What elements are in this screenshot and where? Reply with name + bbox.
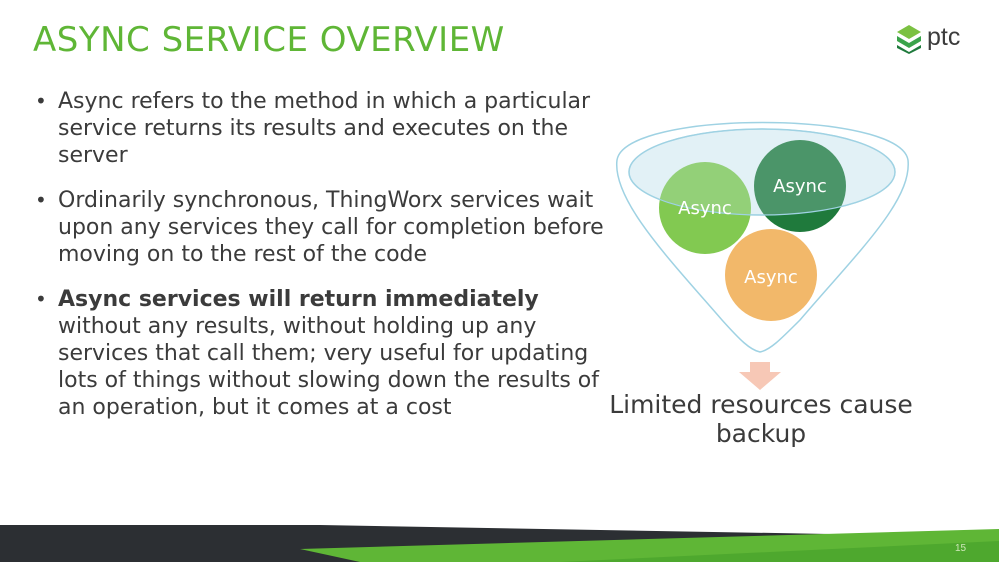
down-arrow-icon — [739, 362, 781, 390]
async-label-orange: Async — [744, 267, 798, 288]
bullet-item: Async refers to the method in which a pa… — [35, 88, 605, 169]
footer-band — [0, 525, 999, 562]
page-number: 15 — [955, 543, 967, 554]
funnel-diagram: Async Async Async — [616, 121, 909, 390]
bullet-bold-text: Async services will return immediately — [58, 287, 539, 312]
slide-title: ASYNC SERVICE OVERVIEW — [33, 20, 505, 60]
funnel-outline — [616, 121, 909, 353]
ptc-logo: ptc — [895, 23, 975, 56]
bullet-text: Ordinarily synchronous, ThingWorx servic… — [58, 188, 604, 267]
async-label-light-green: Async — [678, 198, 732, 219]
bullet-item: Async services will return immediately w… — [35, 286, 605, 421]
bullet-list: Async refers to the method in which a pa… — [35, 88, 605, 439]
async-circle-dark-green — [754, 140, 846, 232]
async-circle-orange — [725, 229, 817, 321]
ptc-logo-icon — [897, 25, 921, 54]
bullet-text: without any results, without holding up … — [58, 314, 599, 420]
bullet-item: Ordinarily synchronous, ThingWorx servic… — [35, 187, 605, 268]
async-label-dark-green: Async — [773, 176, 827, 197]
async-circle-light-green — [659, 162, 751, 254]
bullet-text: Async refers to the method in which a pa… — [58, 89, 591, 168]
logo-text: ptc — [927, 23, 961, 51]
diagram-caption: Limited resources cause backup — [609, 390, 913, 448]
